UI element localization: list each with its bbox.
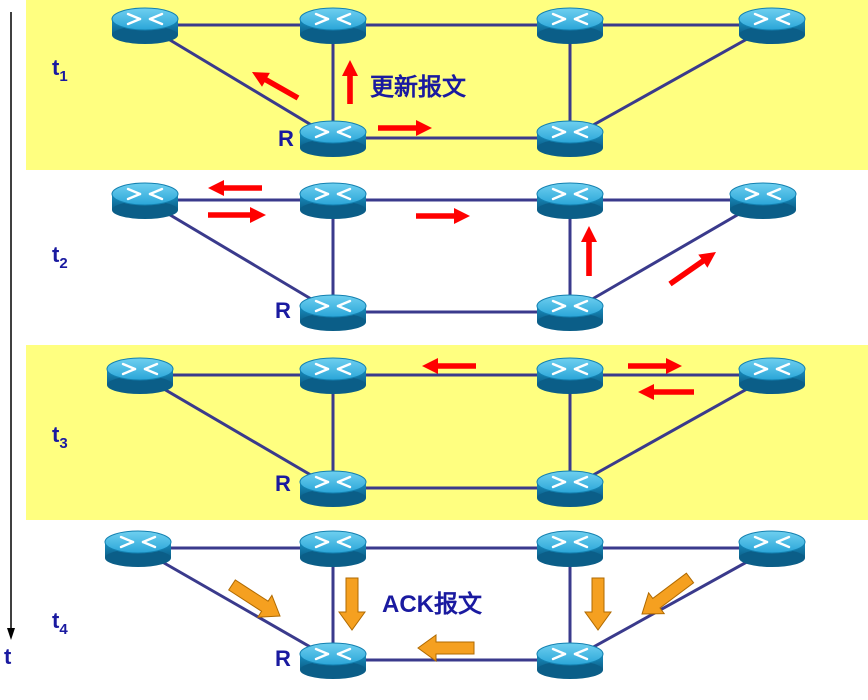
update-message-arrow-icon (668, 252, 716, 287)
update-message-arrow-icon (638, 384, 694, 400)
network-link (569, 198, 764, 314)
router-icon (536, 182, 604, 219)
time-axis-label: t (4, 644, 12, 669)
router-icon (536, 7, 604, 44)
router-icon (536, 642, 604, 679)
router-icon (299, 294, 367, 331)
time-label-base: t (52, 608, 60, 633)
time-label-base: t (52, 422, 60, 447)
router-icon (738, 7, 806, 44)
router-icon (729, 182, 797, 219)
update-message-arrow-icon (208, 180, 262, 196)
router-icon (536, 470, 604, 507)
router-icon (111, 182, 179, 219)
router-r-label: R (275, 646, 291, 671)
update-message-arrow-icon (208, 207, 266, 223)
time-label: t2 (52, 242, 68, 272)
message-annotation: 更新报文 (370, 73, 467, 101)
network-link (569, 546, 773, 662)
router-icon (299, 530, 367, 567)
network-link (139, 373, 334, 490)
update-message-arrow-icon (342, 60, 358, 104)
time-label-base: t (52, 242, 60, 267)
router-icon (299, 642, 367, 679)
update-message-arrow-icon (416, 208, 470, 224)
router-r-label: R (275, 471, 291, 496)
network-link (569, 373, 773, 490)
router-icon (738, 357, 806, 394)
ack-message-arrow-icon (338, 577, 366, 631)
update-message-arrow-icon (378, 120, 432, 136)
time-label-base: t (52, 55, 60, 80)
time-axis: t (4, 12, 15, 669)
router-icon (104, 530, 172, 567)
ack-message-arrow-icon (584, 577, 612, 631)
router-icon (299, 182, 367, 219)
router-icon (536, 357, 604, 394)
router-icon (299, 120, 367, 157)
update-message-arrow-icon (581, 226, 597, 276)
network-link (569, 23, 773, 140)
update-message-arrow-icon (628, 358, 682, 374)
network-link (144, 198, 334, 314)
update-message-arrow-icon (422, 358, 476, 374)
router-icon (299, 7, 367, 44)
time-label: t4 (52, 608, 68, 638)
router-icon (299, 357, 367, 394)
network-link (144, 23, 334, 140)
time-label-sub: 4 (59, 621, 68, 638)
router-icon (111, 7, 179, 44)
time-label: t3 (52, 422, 68, 452)
router-icon (738, 530, 806, 567)
router-icon (299, 470, 367, 507)
network-link (137, 546, 334, 662)
time-label: t1 (52, 55, 68, 85)
router-r-label: R (278, 126, 294, 151)
message-annotation: ACK报文 (382, 590, 483, 618)
router-icon (536, 530, 604, 567)
ack-message-arrow-icon (417, 634, 475, 662)
router-r-label: R (275, 298, 291, 323)
update-message-arrow-icon (252, 72, 300, 101)
time-label-sub: 1 (59, 68, 67, 85)
ack-message-arrow-icon (641, 572, 695, 615)
ack-message-arrow-icon (228, 579, 281, 618)
router-icon (536, 294, 604, 331)
router-icon (536, 120, 604, 157)
router-icon (106, 357, 174, 394)
time-label-sub: 3 (59, 435, 67, 452)
time-label-sub: 2 (59, 255, 67, 272)
